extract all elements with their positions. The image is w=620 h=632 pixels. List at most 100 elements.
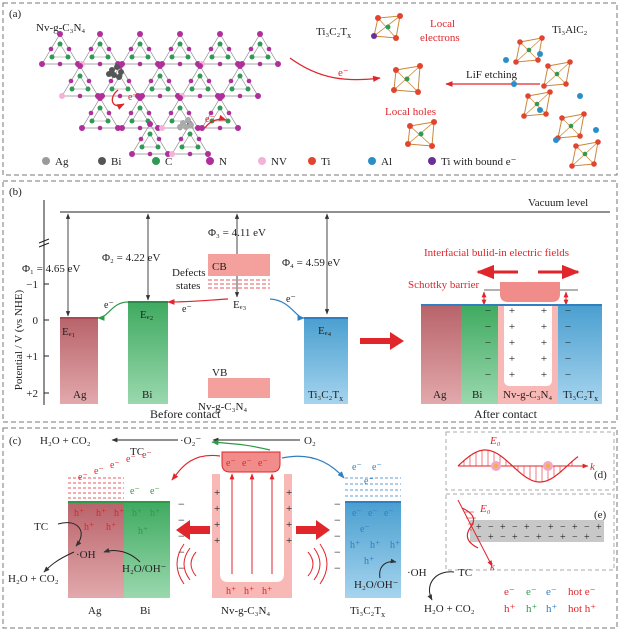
heptazine-unit bbox=[129, 121, 171, 157]
y-tick-minus1: −1 bbox=[26, 279, 38, 291]
legend-item: Ti with bound e⁻ bbox=[428, 156, 517, 168]
gcn-to-ti-arrow bbox=[269, 298, 305, 321]
ti3c2tx-crystal-mid bbox=[391, 63, 423, 95]
legend-swatch bbox=[428, 157, 436, 165]
cb-label: CB bbox=[212, 261, 227, 273]
bi-block-after bbox=[461, 305, 498, 404]
ag-label-after: Ag bbox=[433, 389, 447, 401]
legend-hot-e: hot e⁻ bbox=[568, 586, 596, 598]
legend-item: Ag bbox=[42, 156, 69, 168]
schottky-label: Schottky barrier bbox=[408, 279, 480, 291]
hot-electron: e⁻ bbox=[78, 472, 88, 483]
ti-block-after bbox=[558, 305, 602, 404]
ti-block-before bbox=[304, 318, 348, 404]
panel-d-label: (d) bbox=[594, 469, 607, 481]
film-charge: + bbox=[512, 532, 518, 543]
oh-left-label: ·OH bbox=[76, 549, 96, 561]
ti-interface-charge: − bbox=[334, 513, 341, 527]
film-charge: − bbox=[536, 522, 542, 533]
e0-label-d: E₀ bbox=[489, 435, 501, 447]
gcn-positive-charge: + bbox=[214, 487, 220, 499]
negative-charge: − bbox=[565, 353, 571, 365]
legend-item: Ti bbox=[308, 156, 330, 168]
ti-interface-charge: − bbox=[334, 529, 341, 543]
em-label-2: e⁻ bbox=[182, 304, 192, 315]
positive-charge: + bbox=[509, 353, 515, 365]
heptazine-unit bbox=[119, 31, 161, 67]
legend-item: C bbox=[152, 156, 172, 168]
legend-label: Bi bbox=[111, 156, 121, 168]
superoxide-label: ·O₂⁻ bbox=[180, 435, 201, 447]
phi4-label: Φ₄ = 4.59 eV bbox=[282, 257, 340, 269]
ti-electron-top: e⁻ bbox=[352, 462, 362, 473]
hot-electron: e⁻ bbox=[142, 450, 152, 461]
negative-charge: − bbox=[565, 369, 571, 381]
tc-top-label: TC bbox=[130, 446, 144, 458]
ti-electron: e⁻ bbox=[360, 524, 370, 535]
panel-c-label: (c) bbox=[9, 435, 22, 447]
panel-d-border bbox=[445, 431, 615, 491]
film-charge: + bbox=[524, 522, 530, 533]
film-charge: + bbox=[488, 532, 494, 543]
positive-charge: + bbox=[509, 305, 515, 317]
gcn-cb-c bbox=[221, 451, 281, 473]
ti-interface-charge: − bbox=[334, 561, 341, 575]
heptazine-unit bbox=[119, 95, 161, 131]
ef3-label: Eₑ₃ bbox=[233, 299, 247, 311]
heptazine-unit bbox=[179, 63, 221, 99]
local-electrons-label-1: Local bbox=[430, 18, 455, 30]
legend-item: Bi bbox=[98, 156, 121, 168]
ag-block-after bbox=[421, 305, 461, 404]
film-charge: − bbox=[524, 532, 530, 543]
axis-break bbox=[38, 238, 50, 248]
bi-interface-charge: − bbox=[178, 497, 185, 511]
legend-swatch bbox=[308, 157, 316, 165]
panel-b-label: (b) bbox=[9, 186, 22, 198]
bi-interface-charge: − bbox=[178, 561, 185, 575]
phi3-label: Φ₃ = 4.11 eV bbox=[208, 227, 266, 239]
gcn-to-ti-c-arrow bbox=[281, 455, 345, 479]
panel-b-border bbox=[2, 180, 618, 423]
phi2-label: Φ₂ = 4.22 eV bbox=[102, 252, 160, 264]
electron-label-1: e⁻ bbox=[128, 92, 138, 103]
film-charge: + bbox=[560, 532, 566, 543]
h2o-oh-right: H₂O/OH⁻ bbox=[354, 579, 399, 591]
ag-cluster bbox=[177, 117, 194, 130]
panel-a-border bbox=[2, 2, 618, 176]
electron-arrow-3 bbox=[289, 57, 381, 82]
positive-charge: + bbox=[509, 337, 515, 349]
legend-item: Al bbox=[368, 156, 392, 168]
gcn-electron: e⁻ bbox=[258, 458, 268, 469]
defects-label-2: states bbox=[176, 280, 200, 292]
hot-hole: h⁺ bbox=[74, 508, 84, 519]
tc-right-label: TC bbox=[458, 567, 472, 579]
positive-charge: + bbox=[541, 369, 547, 381]
film-charge: − bbox=[572, 532, 578, 543]
gcn-positive-charge: + bbox=[286, 519, 292, 531]
ti-interface-charge: − bbox=[334, 497, 341, 511]
h2o-co2-left: H₂O + CO₂ bbox=[8, 573, 59, 585]
legend-label: N bbox=[219, 156, 227, 168]
h2o-right-arrow bbox=[379, 558, 397, 579]
bi-block-before bbox=[128, 302, 168, 404]
negative-charge: − bbox=[485, 337, 491, 349]
ef4-label: Eₑ₄ bbox=[318, 325, 332, 337]
heptazine-unit bbox=[39, 31, 81, 67]
h2o-co2-top: H₂O + CO₂ bbox=[40, 435, 91, 447]
ti-label-c: Ti₃C₂Tx bbox=[350, 605, 385, 619]
vacuum-level-label: Vacuum level bbox=[528, 197, 588, 209]
film-charge: + bbox=[596, 522, 602, 533]
oh-left-arrow bbox=[43, 551, 75, 573]
positive-charge: + bbox=[541, 321, 547, 333]
legend-label: Al bbox=[381, 156, 392, 168]
film-charge: − bbox=[560, 522, 566, 533]
em-label-3: e⁻ bbox=[286, 294, 296, 305]
panel-a: (a) Nv-g-C₃N₄ e⁻ e⁻ e⁻ Ti₃C₂Tx Local ele… bbox=[2, 2, 618, 176]
positive-charge: + bbox=[541, 305, 547, 317]
local-holes-label: Local holes bbox=[385, 106, 436, 118]
heptazine-unit bbox=[79, 95, 121, 131]
emission-arcs bbox=[176, 543, 328, 585]
after-contact-charges: −++−−++−−++−−++−−++− bbox=[485, 305, 571, 381]
